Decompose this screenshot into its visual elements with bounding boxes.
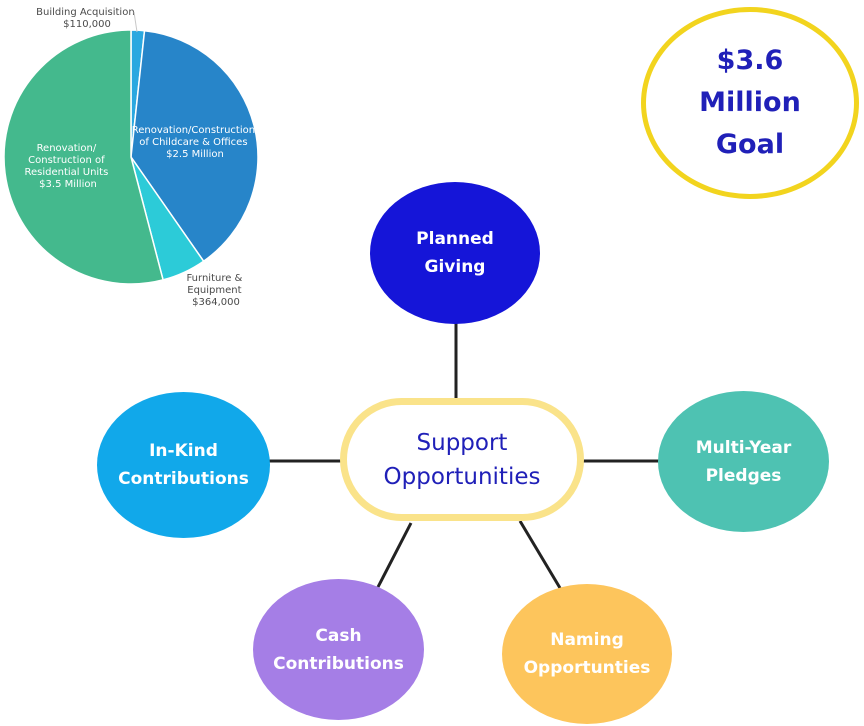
- goal-circle: $3.6 Million Goal: [641, 7, 859, 199]
- leader-line-building-acquisition: [133, 11, 138, 33]
- node-in-kind-label: In-Kind Contributions: [118, 441, 249, 489]
- pie-label-childcare-offices: Renovation/Construction of Childcare & O…: [132, 125, 259, 160]
- node-in-kind-contributions: In-Kind Contributions: [97, 392, 270, 538]
- node-naming-label: Naming Opportunties: [523, 630, 651, 678]
- node-multi-year-pledges: Multi-Year Pledges: [658, 391, 829, 532]
- pie-label-residential-units: Renovation/ Construction of Residential …: [24, 143, 111, 190]
- center-node-support-opportunities: Support Opportunities: [340, 398, 584, 521]
- node-cash-label: Cash Contributions: [273, 625, 404, 674]
- budget-pie-chart: [3, 29, 259, 285]
- slice-residential-units: [3, 29, 164, 285]
- connector-naming: [518, 520, 562, 589]
- slice-childcare-offices: [130, 29, 259, 263]
- pie-labels: Building Acquisition $110,000 Renovation…: [24, 7, 259, 308]
- connector-lines: [268, 323, 660, 589]
- node-planned-giving-label: Planned Giving: [416, 229, 494, 277]
- pie-label-furniture-equipment: Furniture & Equipment $364,000: [186, 273, 245, 308]
- node-multi-year-label: Multi-Year Pledges: [695, 437, 792, 486]
- goal-text: $3.6 Million Goal: [699, 45, 801, 160]
- center-node-label: Support Opportunities: [383, 429, 541, 490]
- connector-cash: [376, 522, 413, 588]
- node-planned-giving: Planned Giving: [370, 182, 540, 324]
- pie-label-building-acquisition: Building Acquisition $110,000: [36, 7, 138, 30]
- node-cash-contributions: Cash Contributions: [253, 579, 424, 720]
- node-naming-opportunities: Naming Opportunties: [502, 584, 672, 724]
